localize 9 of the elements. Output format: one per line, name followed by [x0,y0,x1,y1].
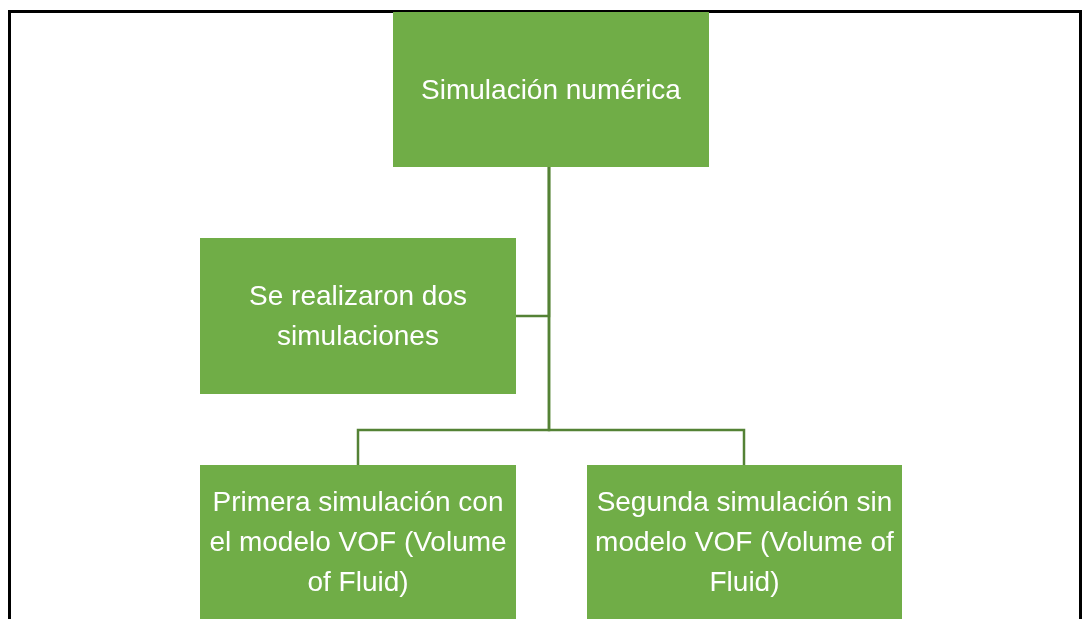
box-label: Se realizaron dos simulaciones [248,279,468,353]
connector-line [547,167,746,465]
process-box [200,465,516,619]
process-box [200,238,516,394]
box-label: Primera simulación con el modelo VOF (Volume of Fluid) [208,485,508,599]
process-box [587,465,902,619]
box-label: Simulación numérica [421,72,681,107]
process-box [393,12,709,167]
box-label: Segunda simulación sin modelo VOF (Volume of Fluid) [595,485,894,599]
